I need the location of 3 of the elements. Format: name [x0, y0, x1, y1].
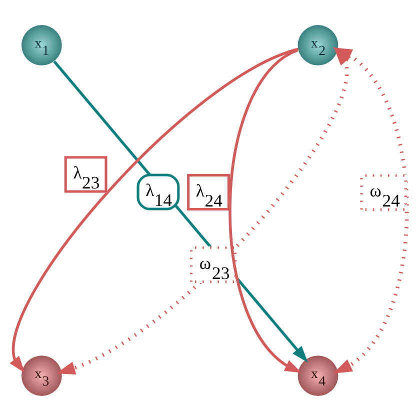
arrow — [53, 60, 308, 362]
arrow — [10, 47, 299, 372]
arrow — [228, 48, 302, 372]
